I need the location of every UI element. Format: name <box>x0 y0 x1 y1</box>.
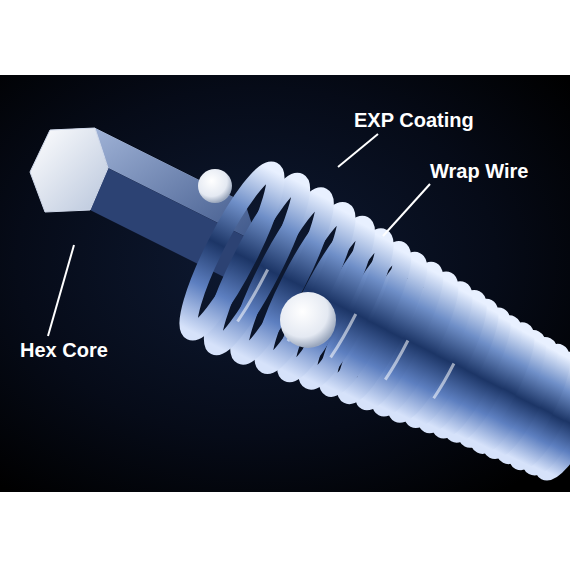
background-panel <box>0 75 570 492</box>
coil-highlight <box>407 298 482 419</box>
part-label: Hex Core <box>20 338 108 362</box>
wrap-wire-coil <box>176 163 288 339</box>
hex-core-end <box>30 128 108 212</box>
wire-section <box>280 292 336 348</box>
coil-highlight <box>359 270 439 402</box>
leader-line <box>48 245 74 336</box>
leader-line <box>338 134 378 167</box>
coil-highlights <box>206 180 482 420</box>
wrap-wire-coils <box>176 163 570 477</box>
leader-line <box>383 184 430 236</box>
leader-lines <box>48 134 430 336</box>
wire-section <box>198 169 232 203</box>
part-label: EXP Coating <box>354 108 474 132</box>
part-label: Wrap Wire <box>430 159 528 183</box>
